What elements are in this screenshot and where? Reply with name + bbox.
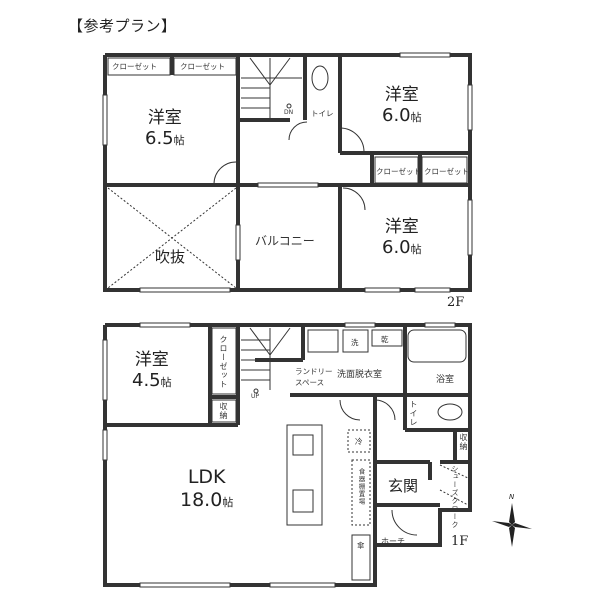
fridge-label: 冷 (355, 437, 363, 446)
area-unit: 帖 (160, 376, 172, 389)
compass-north-label: N (509, 493, 515, 501)
area-unit: 帖 (410, 111, 422, 124)
stairs-down-label: DN (284, 109, 294, 116)
room-name: 洋室 (134, 350, 169, 370)
shoes-cloak-label: シューズクローク (451, 465, 459, 529)
room-name: 洋室 (384, 217, 419, 237)
closet-label: クローゼット (112, 62, 157, 71)
room-area: 6.5 (145, 128, 174, 149)
plan-title: 【参考プラン】 (68, 17, 177, 35)
area-unit: 帖 (410, 243, 422, 256)
closet-label: クローゼット (424, 167, 469, 176)
laundry-line1: ランドリー (295, 367, 333, 376)
room-ldk: LDK 18.0帖 (180, 465, 233, 514)
stairs-up-label: UP (251, 393, 260, 400)
umbrella-label: 傘 (357, 541, 365, 550)
storage-label: 収納 (219, 402, 228, 420)
room-western-6-5: 洋室 6.5帖 (145, 108, 185, 152)
room-area: 18.0 (180, 489, 223, 511)
room-western-6-0-a: 洋室 6.0帖 (382, 85, 422, 129)
floor-label-2f: 2F (447, 295, 465, 310)
room-name: 洋室 (384, 85, 419, 105)
bath-label: 浴室 (436, 375, 455, 385)
toilet-label: トイレ (409, 400, 418, 427)
room-area: 4.5 (132, 370, 161, 391)
area-unit: 帖 (222, 496, 234, 509)
area-unit: 帖 (173, 134, 185, 147)
entrance-label: 玄関 (388, 477, 419, 495)
room-name: 洋室 (147, 108, 182, 128)
room-area: 6.0 (382, 237, 411, 258)
washroom-label: 洗面脱衣室 (337, 370, 383, 380)
dish-cabinet-label: 食器棚置場 (357, 468, 365, 506)
washer-label: 洗 (351, 338, 359, 347)
laundry-line2: スペース (295, 378, 325, 387)
storage-label: 収納 (459, 433, 468, 451)
closet-label: クローゼット (376, 167, 421, 176)
closet-label: クローゼット (219, 335, 228, 389)
balcony-label: バルコニー (255, 234, 315, 248)
room-western-4-5: 洋室 4.5帖 (132, 350, 172, 394)
porch-label: ホーチ (381, 537, 405, 546)
laundry-space-label: ランドリー スペース (295, 366, 333, 388)
compass-rose (492, 503, 532, 547)
room-name: LDK (187, 466, 226, 488)
room-western-6-0-b: 洋室 6.0帖 (382, 217, 422, 261)
floor-label-1f: 1F (451, 534, 469, 549)
room-area: 6.0 (382, 105, 411, 126)
dryer-label: 乾 (381, 335, 389, 344)
void-label: 吹抜 (155, 248, 186, 266)
toilet-label: トイレ (311, 109, 334, 118)
closet-label: クローゼット (180, 62, 225, 71)
